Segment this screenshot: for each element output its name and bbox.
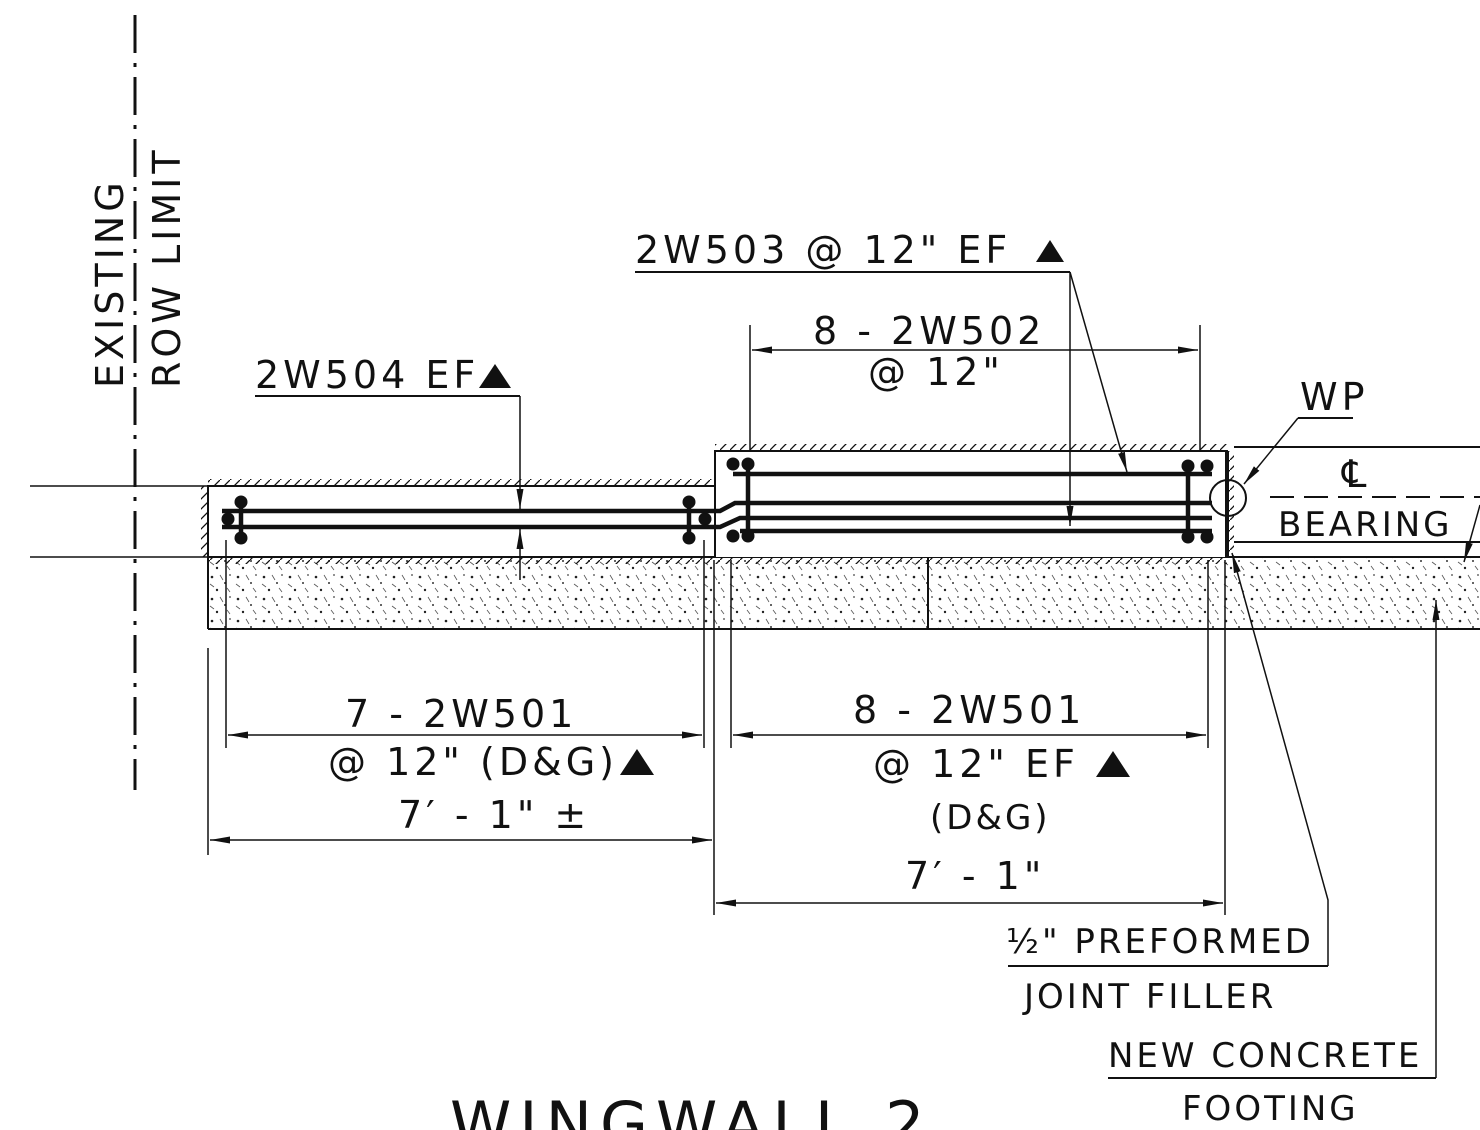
label-right-length: 7′ - 1": [905, 854, 1045, 898]
label-2w502-count: 8 - 2W502: [813, 309, 1045, 353]
label-right-dg: (D&G): [930, 798, 1051, 838]
callout-2w504: 2W504 EF: [255, 353, 524, 580]
label-left-bar-spacing: @ 12" (D&G): [328, 740, 618, 784]
dimension-left-bars: 7 - 2W501 @ 12" (D&G): [225, 540, 705, 784]
callout-wp: WP: [1243, 375, 1369, 485]
work-point-circle: [1209, 479, 1247, 517]
label-footing-1: NEW CONCRETE: [1108, 1036, 1422, 1076]
triangle-marker-icon: [479, 364, 511, 388]
label-2w504: 2W504 EF: [255, 353, 479, 397]
row-label-line2: ROW LIMIT: [145, 146, 189, 388]
label-joint-filler-2: JOINT FILLER: [1022, 977, 1276, 1017]
dimension-right-bars: 8 - 2W501 @ 12" EF (D&G): [730, 560, 1209, 838]
label-left-bar-count: 7 - 2W501: [345, 692, 577, 736]
dimension-left-length: 7′ - 1" ±: [207, 560, 715, 915]
callout-2w503: 2W503 @ 12" EF: [635, 228, 1128, 526]
label-left-length: 7′ - 1" ±: [398, 793, 590, 837]
label-joint-filler-1: ½" PREFORMED: [1006, 922, 1314, 962]
triangle-marker-icon: [620, 749, 654, 775]
rebar-left: [221, 495, 712, 545]
row-limit-label: EXISTING ROW LIMIT: [88, 146, 189, 388]
label-right-bar-count: 8 - 2W501: [853, 688, 1085, 732]
callout-new-footing: NEW CONCRETE FOOTING: [1108, 600, 1440, 1129]
dimension-2w502: 8 - 2W502 @ 12": [749, 309, 1201, 452]
label-footing-2: FOOTING: [1182, 1089, 1359, 1129]
dimension-right-length: 7′ - 1": [716, 560, 1226, 915]
triangle-marker-icon: [1036, 240, 1064, 262]
label-wp: WP: [1300, 375, 1369, 419]
triangle-marker-icon: [1096, 751, 1130, 777]
label-bearing: BEARING: [1278, 505, 1453, 545]
wall-left-section: [201, 479, 716, 564]
rebar-right: [705, 457, 1214, 544]
callout-joint-filler: ½" PREFORMED JOINT FILLER: [1006, 552, 1329, 1017]
label-right-bar-spacing: @ 12" EF: [873, 742, 1079, 786]
drawing-title: WINGWALL 2: [450, 1088, 933, 1130]
concrete-footing: [207, 556, 1480, 630]
row-label-line1: EXISTING: [88, 178, 132, 388]
label-2w503: 2W503 @ 12" EF: [635, 228, 1011, 272]
label-2w502-spacing: @ 12": [868, 350, 1004, 394]
centerline-symbol: ℄: [1341, 452, 1370, 496]
callout-cl-bearing: ℄ BEARING: [1278, 452, 1480, 563]
